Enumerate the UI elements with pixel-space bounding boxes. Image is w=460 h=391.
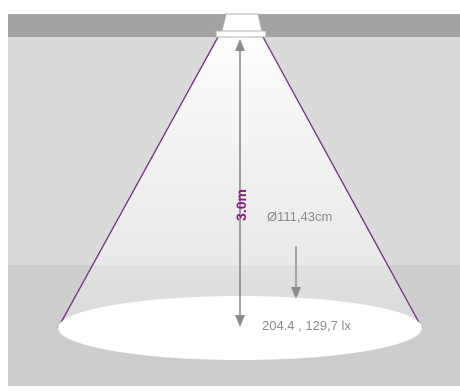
light-spot (58, 296, 422, 360)
beam-edge-right (262, 36, 423, 329)
beam-edge-left (57, 36, 219, 329)
spot-pointer-arrow (291, 246, 301, 299)
mounting-height-label: 3.0m (233, 189, 249, 221)
illuminance-label: 204.4 , 129,7 lx (262, 318, 351, 333)
light-fixture-icon (215, 13, 267, 38)
beam-diameter-label: Ø111,43cm (267, 209, 332, 224)
height-dimension-arrow (235, 39, 245, 327)
